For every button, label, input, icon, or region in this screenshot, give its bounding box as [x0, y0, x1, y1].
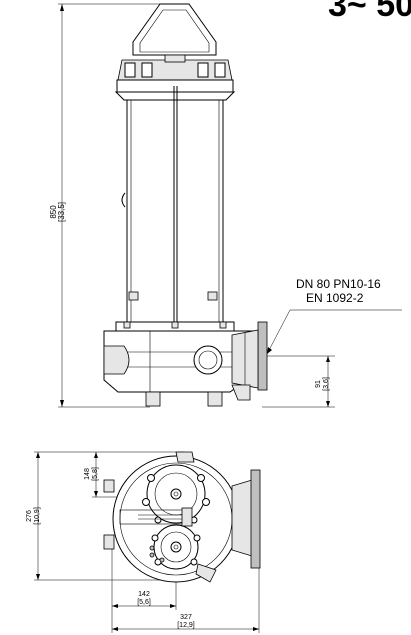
flange-callout: DN 80 PN10-16 EN 1092-2 [296, 277, 381, 306]
lifting-handle [132, 3, 217, 56]
pump-top-view [34, 451, 261, 633]
dim-142-inch: [5,6] [137, 599, 151, 606]
flange-standard-line1: DN 80 PN10-16 [296, 277, 381, 291]
dim-91-inch: [3,6] [323, 377, 330, 391]
dimension-148: 148 [5,8] [84, 467, 99, 481]
discharge-flange-top [250, 469, 261, 569]
dimension-850: 850 [33,5] [49, 202, 66, 222]
dim-276-mm: 276 [26, 510, 33, 522]
dim-850-mm: 850 [49, 205, 58, 219]
dim-142-mm: 142 [138, 591, 150, 598]
flange-standard-line2: EN 1092-2 [306, 290, 364, 305]
dim-91-mm: 91 [315, 380, 322, 388]
dimension-276: 276 [10,9] [26, 507, 41, 525]
dim-327-inch: [12,9] [177, 622, 195, 629]
discharge-flange [257, 321, 268, 391]
page-heading: 3~ 50 [328, 0, 411, 24]
dim-327-mm: 327 [180, 614, 192, 621]
dim-148-inch: [5,8] [92, 467, 99, 481]
dim-850-inch: [33,5] [57, 202, 66, 222]
motor-housing [126, 99, 224, 323]
dim-148-mm: 148 [84, 468, 91, 480]
pump-side-view [58, 3, 402, 408]
dimension-91: 91 [3,6] [315, 377, 330, 391]
dim-276-inch: [10,9] [34, 507, 41, 525]
